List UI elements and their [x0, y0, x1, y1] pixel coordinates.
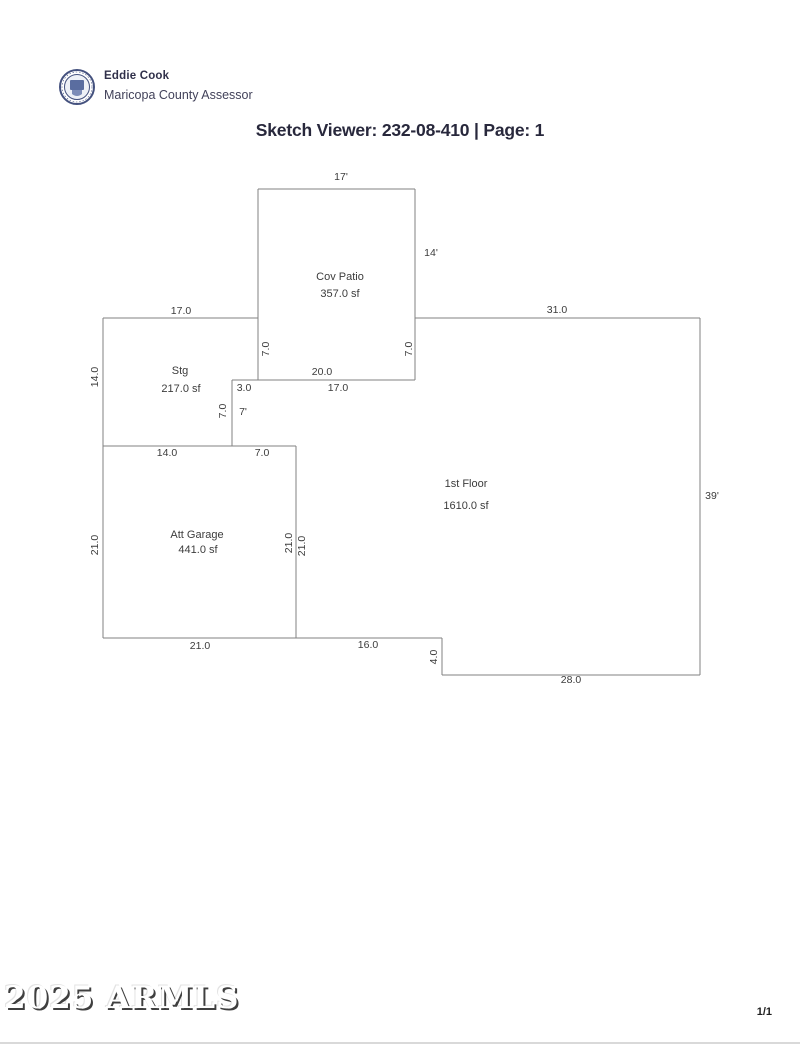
dimension-label: 7.0 [217, 404, 229, 419]
dimension-label: 16.0 [358, 639, 379, 651]
dimension-label: 21.0 [190, 640, 211, 652]
dimension-label: 3.0 [237, 382, 252, 394]
area-label: Cov Patio [316, 271, 364, 283]
officer-name: Eddie Cook [104, 70, 170, 82]
dimension-label: 21.0 [89, 535, 101, 556]
dimension-label: 20.0 [312, 366, 333, 378]
dimension-label: 39' [705, 490, 719, 502]
area-label: 357.0 sf [320, 288, 360, 300]
armls-watermark: 2025 ARMLS [4, 980, 240, 1016]
dimension-label: 14.0 [89, 367, 101, 388]
dimension-label: 21.0 [296, 536, 308, 557]
dimension-label: 14.0 [157, 447, 178, 459]
area-label: Att Garage [170, 529, 223, 541]
bottom-separator [0, 1042, 800, 1044]
dimension-label: 4.0 [428, 650, 440, 665]
page-title: Sketch Viewer: 232-08-410 | Page: 1 [255, 120, 545, 140]
dimension-label: 7.0 [260, 342, 272, 357]
area-label: 1610.0 sf [443, 500, 489, 512]
dimension-label: 7.0 [255, 447, 270, 459]
dimension-label: 7' [239, 406, 247, 418]
area-label: 1st Floor [445, 478, 488, 490]
dimension-label: 17.0 [171, 305, 192, 317]
dimension-label: 14' [424, 247, 438, 259]
maricopa-county-seal-icon [59, 69, 95, 105]
dimension-label: 7.0 [403, 342, 415, 357]
page-indicator: 1/1 [756, 1006, 772, 1018]
dimension-label: 28.0 [561, 674, 582, 686]
area-label: 441.0 sf [178, 544, 218, 556]
dimension-label: 31.0 [547, 304, 568, 316]
office-name: Maricopa County Assessor [104, 88, 253, 102]
area-label: 217.0 sf [161, 383, 201, 395]
dimension-label: 21.0 [283, 533, 295, 554]
dimension-label: 17.0 [328, 382, 349, 394]
dimension-label: 17' [334, 171, 348, 183]
area-label: Stg [172, 365, 189, 377]
